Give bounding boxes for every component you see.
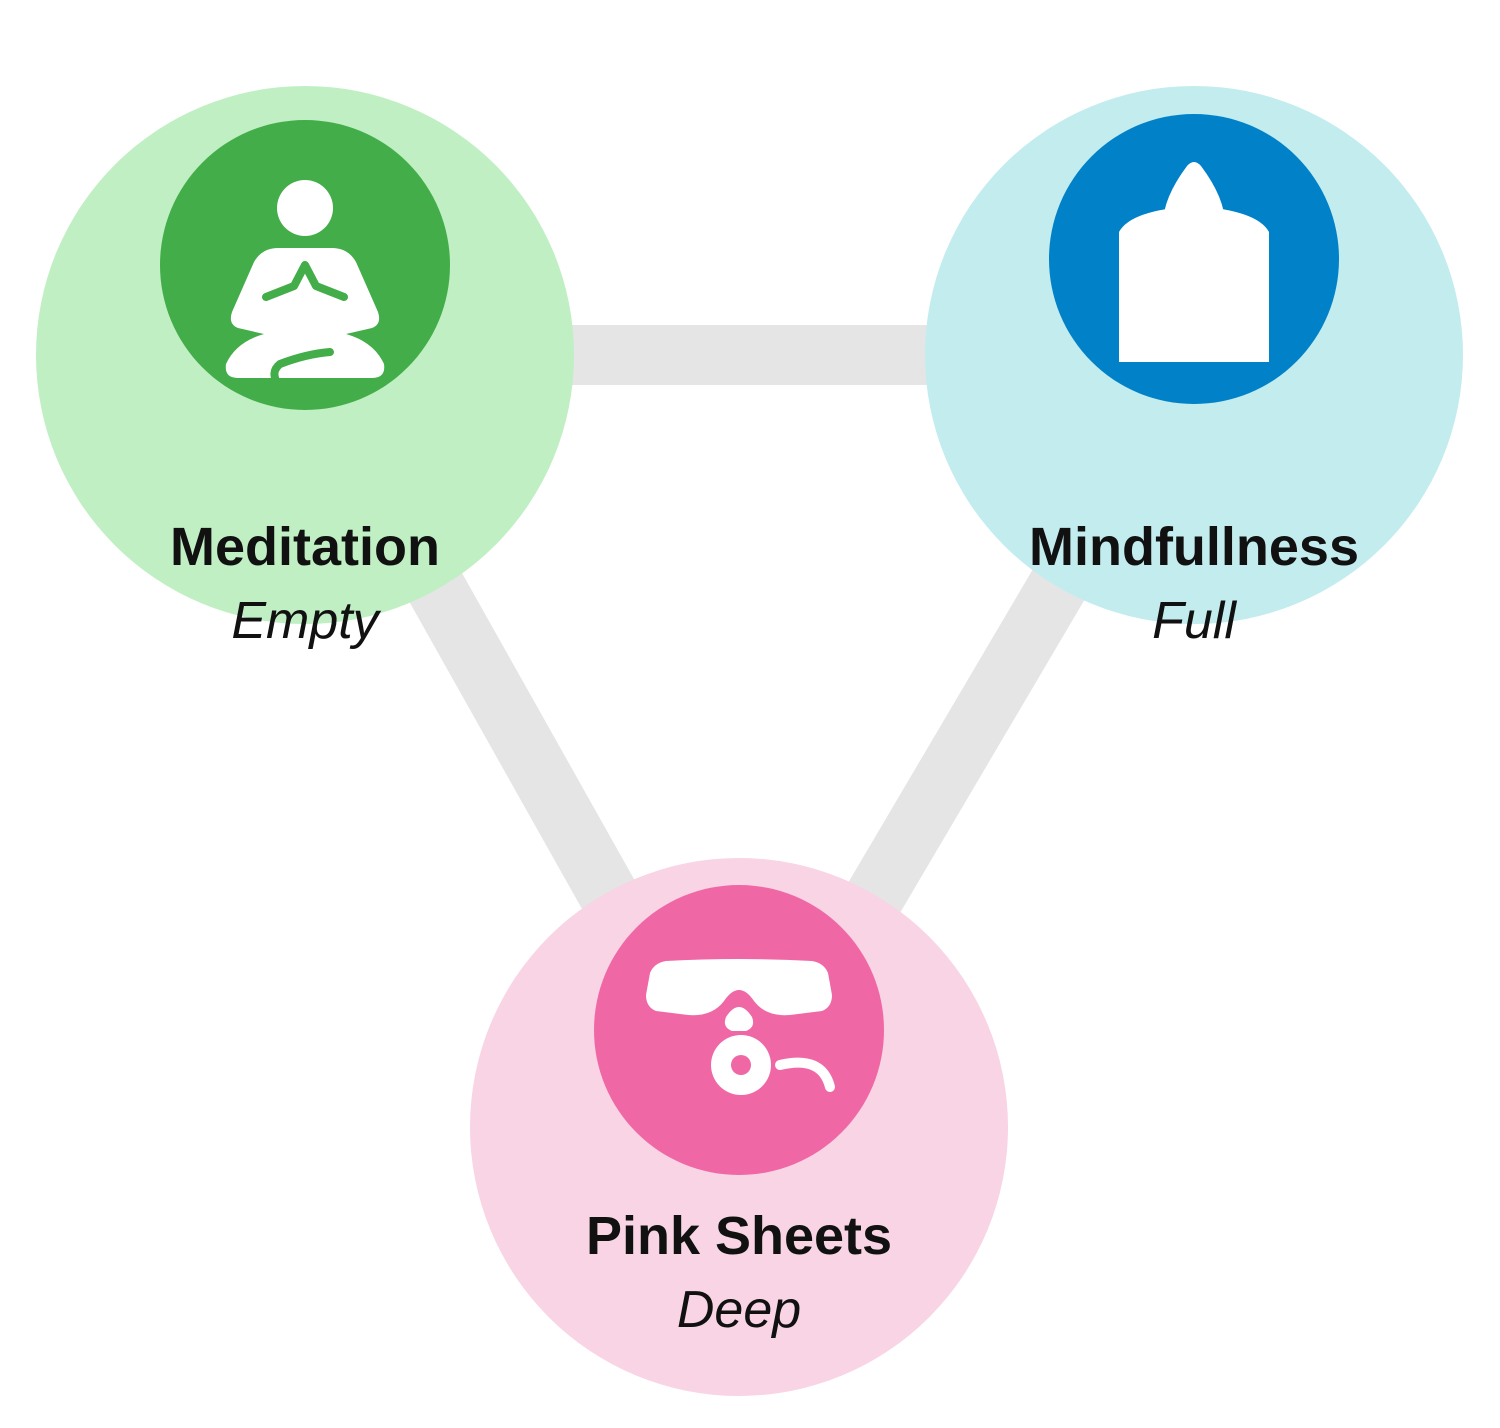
node-mindfulness: Mindfullness Full bbox=[925, 86, 1463, 650]
node-meditation-subtitle: Empty bbox=[231, 592, 379, 650]
candle-icon bbox=[1049, 114, 1339, 404]
node-meditation-title: Meditation bbox=[170, 517, 440, 577]
node-mindfulness-title: Mindfullness bbox=[1028, 517, 1359, 577]
meditation-icon bbox=[160, 120, 450, 410]
diving-mask-icon bbox=[594, 885, 884, 1175]
node-meditation: Meditation Empty bbox=[36, 86, 574, 650]
node-pink-sheets-title: Pink Sheets bbox=[585, 1206, 893, 1266]
node-mindfulness-subtitle: Full bbox=[1152, 592, 1236, 650]
node-pink-sheets-subtitle: Deep bbox=[676, 1281, 802, 1339]
node-pink-sheets: Pink Sheets Deep bbox=[470, 858, 1008, 1396]
